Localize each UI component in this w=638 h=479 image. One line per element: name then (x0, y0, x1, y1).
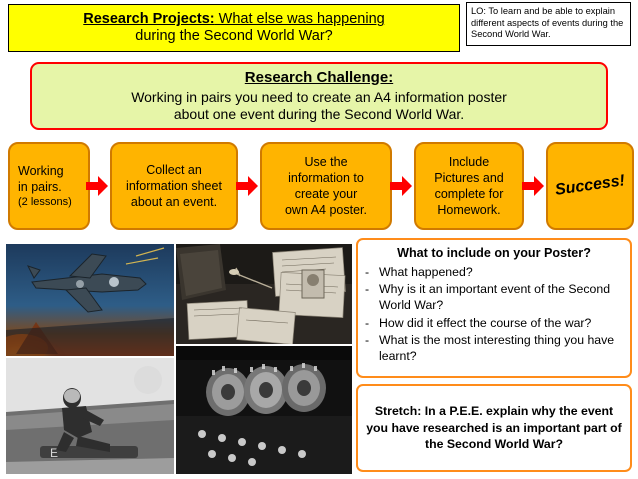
workflow-step-3-line-3: create your (294, 187, 358, 201)
research-challenge-title: Research Challenge: (244, 68, 394, 86)
enigma-machine-rotors-photo (176, 346, 352, 474)
arrow-icon-4 (522, 175, 544, 197)
workflow-step-4-line-4: Homework. (437, 203, 501, 217)
desk-with-documents-photo (176, 244, 352, 344)
workflow-step-2-line-1: Collect an (146, 163, 202, 177)
research-challenge-box: Research Challenge: Working in pairs you… (30, 62, 608, 130)
workflow-step-2-line-2: information sheet (126, 179, 222, 193)
workflow-step-1-line-3: (2 lessons) (18, 195, 72, 208)
bullet-dash: - (365, 282, 370, 297)
workflow-step-1: Working in pairs. (2 lessons) (8, 142, 90, 230)
workflow-step-4-line-3: complete for (434, 187, 504, 201)
list-item-text: How did it effect the course of the war? (379, 315, 592, 330)
page-title-bold: Research Projects: (83, 11, 215, 28)
bullet-dash: - (365, 315, 370, 330)
pilot-sitting-on-plane-photo: E (6, 358, 174, 474)
arrow-icon-3 (390, 175, 412, 197)
workflow-step-5-label: Success! (553, 171, 626, 199)
workflow-step-4-line-2: Pictures and (434, 171, 504, 185)
poster-requirements-title: What to include on your Poster? (397, 246, 591, 260)
workflow-step-4-line-1: Include (448, 155, 490, 169)
stretch-task-box: Stretch: In a P.E.E. explain why the eve… (356, 384, 632, 472)
bullet-dash: - (365, 264, 370, 279)
workflow-steps: Working in pairs. (2 lessons) Collect an… (6, 142, 634, 234)
workflow-step-2-line-3: about an event. (130, 195, 218, 209)
page-title-rest: What else was happening (214, 11, 385, 28)
list-item-text: What happened? (379, 264, 473, 279)
bullet-dash: - (365, 333, 370, 348)
page-title: Research Projects: What else was happeni… (8, 4, 460, 52)
workflow-step-5: Success! (546, 142, 634, 230)
workflow-step-4: Include Pictures and complete for Homewo… (414, 142, 524, 230)
list-item: - Why is it an important event of the Se… (365, 281, 623, 314)
research-challenge-line-2: about one event during the Second World … (173, 106, 465, 122)
arrow-icon-1 (86, 175, 108, 197)
list-item-text: Why is it an important event of the Seco… (379, 282, 611, 313)
workflow-step-1-line-2: in pairs. (18, 179, 62, 194)
page-title-line-1: Research Projects: What else was happeni… (83, 11, 384, 28)
page-title-line-2: during the Second World War? (135, 28, 333, 44)
arrow-icon-2 (236, 175, 258, 197)
list-item: - What happened? (365, 264, 623, 280)
workflow-step-1-line-1: Working (18, 163, 64, 178)
workflow-step-3-line-2: information to (288, 171, 364, 185)
workflow-step-2: Collect an information sheet about an ev… (110, 142, 238, 230)
photo-collage: E (6, 244, 352, 474)
poster-requirements-list: - What happened? - Why is it an importan… (365, 264, 623, 365)
workflow-step-3-line-4: own A4 poster. (284, 203, 367, 217)
research-challenge-line-1: Working in pairs you need to create an A… (131, 88, 507, 105)
poster-requirements-box: What to include on your Poster? - What h… (356, 238, 632, 378)
workflow-step-3-line-1: Use the (304, 155, 348, 169)
learning-objective-box: LO: To learn and be able to explain diff… (466, 2, 631, 46)
list-item: - What is the most interesting thing you… (365, 332, 623, 365)
list-item-text: What is the most interesting thing you h… (379, 333, 615, 364)
workflow-step-3: Use the information to create your own A… (260, 142, 392, 230)
list-item: - How did it effect the course of the wa… (365, 315, 623, 331)
bomber-aircraft-painting (6, 244, 174, 356)
svg-text:E: E (50, 446, 58, 460)
